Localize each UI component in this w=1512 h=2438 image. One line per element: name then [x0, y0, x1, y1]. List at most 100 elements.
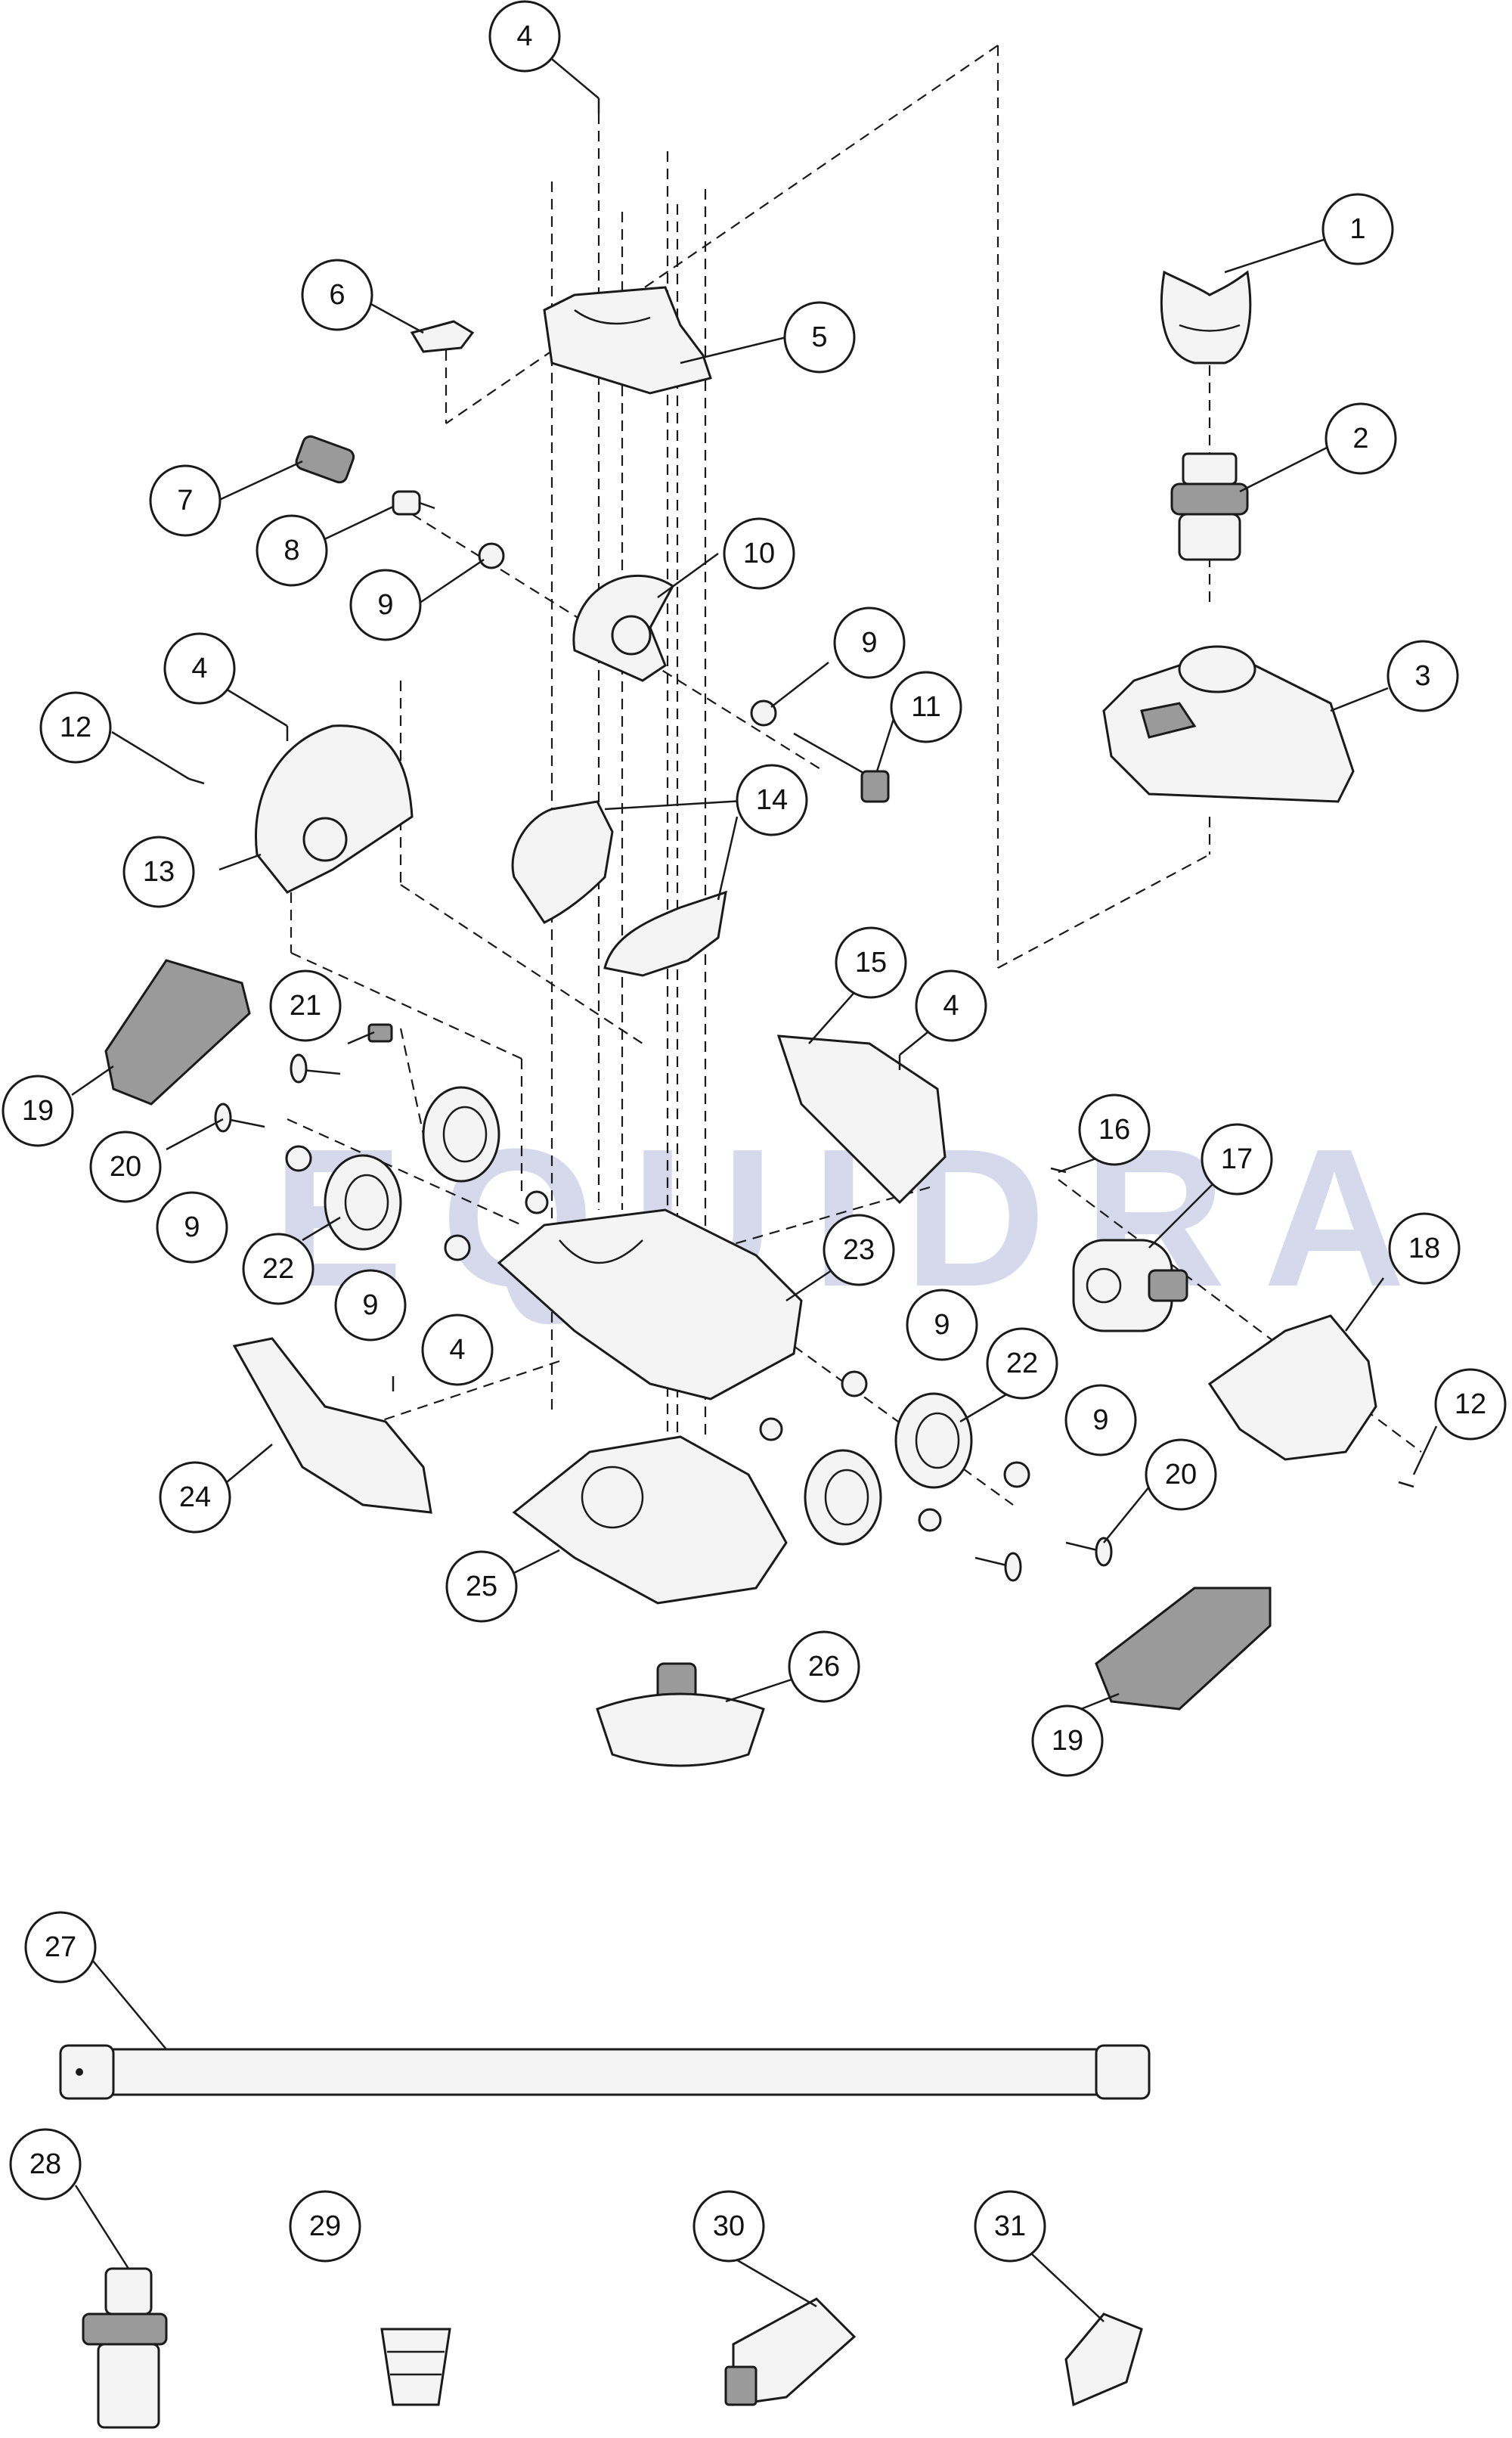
svg-text:8: 8 [284, 535, 299, 566]
svg-text:9: 9 [934, 1309, 950, 1341]
callout: 26 [788, 1630, 860, 1703]
callout: 9 [906, 1289, 978, 1361]
svg-text:20: 20 [1165, 1459, 1197, 1490]
svg-text:9: 9 [362, 1289, 378, 1321]
callout: 10 [723, 517, 795, 590]
part-29-cone-adaptor [380, 2328, 451, 2406]
svg-text:9: 9 [861, 627, 877, 659]
part-25-base-plate [512, 1435, 788, 1605]
svg-text:20: 20 [110, 1151, 141, 1183]
svg-text:1: 1 [1349, 213, 1365, 245]
part-5-upper-housing [543, 286, 712, 395]
callout: 31 [974, 2190, 1046, 2263]
part-26-skirt-disc [596, 1662, 765, 1767]
part-19-tracks [104, 959, 1272, 1711]
svg-text:17: 17 [1221, 1143, 1253, 1175]
callout: 12 [1434, 1368, 1507, 1441]
part-13-side-housing [255, 724, 414, 894]
svg-text:4: 4 [191, 653, 207, 684]
part-31-short-elbow [1064, 2312, 1143, 2407]
callout: 28 [9, 2128, 82, 2201]
callout: 9 [1064, 1384, 1137, 1456]
callout: 30 [692, 2190, 765, 2263]
part-23-chassis [497, 1208, 803, 1400]
callout: 4 [421, 1314, 494, 1386]
svg-text:25: 25 [466, 1571, 497, 1602]
part-17-turbine-block [1072, 1239, 1188, 1332]
part-1-sleeve [1160, 270, 1252, 364]
part-9-washers [285, 542, 1030, 1532]
svg-text:15: 15 [855, 947, 887, 979]
part-28-regulator-valve [82, 2267, 168, 2429]
svg-text:4: 4 [943, 990, 959, 1022]
callout: 11 [890, 671, 962, 743]
svg-text:9: 9 [184, 1211, 200, 1243]
callout: 9 [349, 569, 422, 641]
callout: 25 [445, 1550, 518, 1623]
callout: 9 [334, 1269, 407, 1342]
callout: 2 [1325, 402, 1397, 475]
part-2-swivel-connector [1170, 452, 1249, 561]
callout: 7 [149, 464, 222, 537]
callout: 14 [736, 764, 808, 836]
svg-text:4: 4 [449, 1334, 465, 1366]
callout: 8 [256, 514, 328, 587]
svg-text:2: 2 [1352, 423, 1368, 454]
svg-text:19: 19 [1052, 1725, 1083, 1757]
svg-text:26: 26 [808, 1651, 840, 1683]
svg-text:9: 9 [377, 589, 393, 621]
svg-text:5: 5 [811, 321, 827, 353]
svg-text:30: 30 [713, 2210, 745, 2242]
svg-text:13: 13 [143, 856, 175, 888]
callout: 4 [915, 969, 987, 1042]
callout: 20 [1145, 1438, 1217, 1511]
callout: 1 [1321, 193, 1394, 265]
callout: 12 [39, 691, 112, 764]
svg-text:19: 19 [22, 1095, 54, 1127]
part-12-screws [188, 777, 1414, 1488]
svg-text:14: 14 [756, 784, 788, 816]
callout: 16 [1078, 1093, 1151, 1166]
part-4-screws [286, 98, 1067, 1391]
callout: 19 [2, 1075, 74, 1147]
callout: 15 [835, 926, 907, 999]
callout: 17 [1201, 1123, 1273, 1196]
callout: 18 [1388, 1212, 1461, 1285]
svg-text:11: 11 [911, 691, 940, 723]
part-20-axles [214, 1053, 1113, 1582]
part-22-wheels [324, 1086, 973, 1546]
svg-text:23: 23 [843, 1234, 875, 1266]
svg-text:12: 12 [60, 712, 91, 743]
part-30-elbow [724, 2297, 857, 2406]
svg-text:22: 22 [262, 1253, 294, 1285]
part-3-top-cover [1102, 645, 1355, 803]
callout: 23 [823, 1214, 895, 1286]
svg-text:9: 9 [1092, 1404, 1108, 1436]
svg-text:18: 18 [1408, 1233, 1440, 1264]
svg-text:12: 12 [1455, 1388, 1486, 1420]
svg-text:3: 3 [1414, 660, 1430, 692]
svg-text:27: 27 [45, 1931, 76, 1963]
callout: 13 [122, 836, 195, 908]
callout: 27 [24, 1911, 97, 1984]
svg-text:7: 7 [177, 485, 193, 516]
part-24-side-skirt [232, 1337, 432, 1514]
callout: 4 [488, 0, 561, 73]
part-6-clip [410, 320, 475, 353]
svg-text:29: 29 [309, 2210, 341, 2242]
callout: 24 [159, 1461, 231, 1534]
svg-text:4: 4 [516, 20, 532, 52]
part-27-hose-section [59, 2044, 1151, 2100]
callout: 22 [242, 1233, 314, 1305]
part-15-side-panel [776, 1034, 947, 1205]
part-21-clip [367, 1023, 393, 1043]
svg-text:21: 21 [290, 990, 321, 1022]
callout: 5 [783, 301, 856, 374]
svg-text:22: 22 [1006, 1348, 1038, 1379]
part-7-valve-insert [295, 435, 355, 484]
part-10-drive-gear [572, 574, 674, 682]
svg-text:31: 31 [994, 2210, 1026, 2242]
part-11-drive-shaft [793, 732, 890, 803]
callout: 3 [1387, 640, 1459, 712]
